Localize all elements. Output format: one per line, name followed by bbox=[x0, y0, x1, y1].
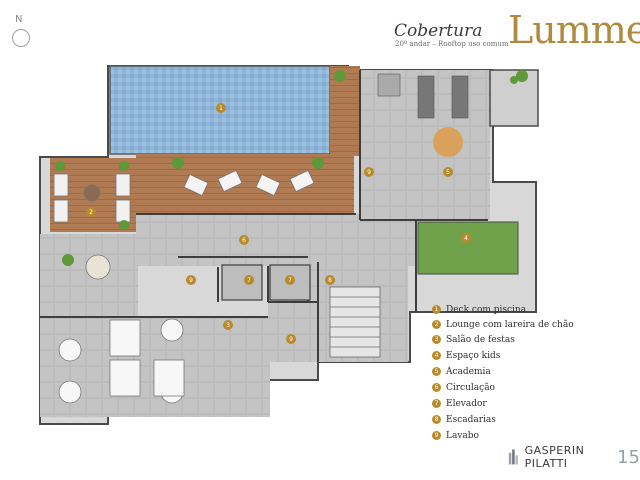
legend-label: Salão de festas bbox=[446, 334, 515, 345]
marker-7b-label: 7 bbox=[288, 277, 292, 284]
marker-1-label: 1 bbox=[219, 105, 223, 112]
legend-item: 4 Espaço kids bbox=[432, 348, 500, 363]
legend-number: 7 bbox=[432, 399, 441, 408]
elevator-1 bbox=[221, 264, 263, 301]
marker-9a: 9 bbox=[364, 167, 374, 177]
legend-number: 3 bbox=[432, 335, 441, 344]
legend-item: 9 Lavabo bbox=[432, 428, 479, 443]
sun-loungers bbox=[183, 169, 315, 197]
legend-label: Deck com piscina bbox=[446, 304, 527, 315]
marker-7a: 7 bbox=[244, 275, 254, 285]
salon-tables bbox=[58, 254, 185, 404]
plants bbox=[55, 70, 528, 266]
legend-label: Circulação bbox=[446, 382, 495, 393]
company-logo: GASPERIN PILATTI 15 bbox=[508, 444, 640, 470]
marker-4: 4 bbox=[461, 233, 471, 243]
marker-5: 5 bbox=[443, 167, 453, 177]
marker-9b-label: 9 bbox=[189, 277, 193, 284]
company-name: GASPERIN PILATTI bbox=[524, 444, 585, 470]
pool-deck-right bbox=[330, 66, 360, 156]
legend-item: 7 Elevador bbox=[432, 396, 487, 411]
legend-number: 6 bbox=[432, 383, 441, 392]
company-mark-number: 15 bbox=[617, 446, 640, 468]
legend-item: 2 Lounge com lareira de chão bbox=[432, 317, 574, 332]
marker-7a-label: 7 bbox=[247, 277, 251, 284]
compass-ring bbox=[12, 29, 30, 47]
legend-number: 4 bbox=[432, 351, 441, 360]
legend-number: 8 bbox=[432, 415, 441, 424]
marker-5-label: 5 bbox=[446, 169, 450, 176]
page-title: Cobertura bbox=[394, 21, 483, 41]
left-lounge-floor bbox=[40, 234, 138, 318]
circulation-floor bbox=[136, 214, 416, 266]
legend-item: 6 Circulação bbox=[432, 380, 495, 395]
marker-9b: 9 bbox=[186, 275, 196, 285]
legend-item: 3 Salão de festas bbox=[432, 332, 515, 347]
marker-4-label: 4 bbox=[464, 235, 468, 242]
legend-number: 5 bbox=[432, 367, 441, 376]
stairs bbox=[329, 286, 381, 358]
marker-7b: 7 bbox=[285, 275, 295, 285]
building-mark-icon bbox=[508, 449, 518, 465]
legend-item: 1 Deck com piscina bbox=[432, 302, 526, 317]
page-subtitle: 20º andar – Rooftop uso comum bbox=[395, 40, 509, 48]
legend-label: Academia bbox=[446, 366, 491, 377]
marker-9c-label: 9 bbox=[289, 336, 293, 343]
marker-2-label: 2 bbox=[89, 209, 93, 216]
legend-number: 1 bbox=[432, 305, 441, 314]
legend-number: 2 bbox=[432, 320, 441, 329]
legend-number: 9 bbox=[432, 431, 441, 440]
legend-item: 8 Escadarias bbox=[432, 412, 496, 427]
legend-label: Elevador bbox=[446, 398, 487, 409]
brand-logo: Lumme bbox=[508, 8, 640, 52]
marker-9a-label: 9 bbox=[367, 169, 371, 176]
legend-label: Lavabo bbox=[446, 430, 479, 441]
marker-6-label: 6 bbox=[242, 237, 246, 244]
marker-2: 2 bbox=[86, 207, 96, 217]
legend-item: 5 Academia bbox=[432, 364, 491, 379]
floor-plan: 1 2 3 4 5 6 7 7 8 9 9 9 bbox=[39, 65, 539, 425]
marker-3: 3 bbox=[223, 320, 233, 330]
kids-grass bbox=[417, 221, 519, 275]
marker-8: 8 bbox=[325, 275, 335, 285]
compass-icon: N bbox=[10, 14, 32, 54]
legend-label: Lounge com lareira de chão bbox=[446, 319, 574, 330]
lounge-sofas bbox=[53, 173, 131, 223]
legend-label: Espaço kids bbox=[446, 350, 501, 361]
marker-3-label: 3 bbox=[226, 322, 230, 329]
marker-1: 1 bbox=[216, 103, 226, 113]
marker-8-label: 8 bbox=[328, 277, 332, 284]
marker-6: 6 bbox=[239, 235, 249, 245]
compass-north-label: N bbox=[15, 14, 23, 25]
legend-label: Escadarias bbox=[446, 414, 496, 425]
marker-9c: 9 bbox=[286, 334, 296, 344]
gym-equipment bbox=[377, 73, 469, 157]
